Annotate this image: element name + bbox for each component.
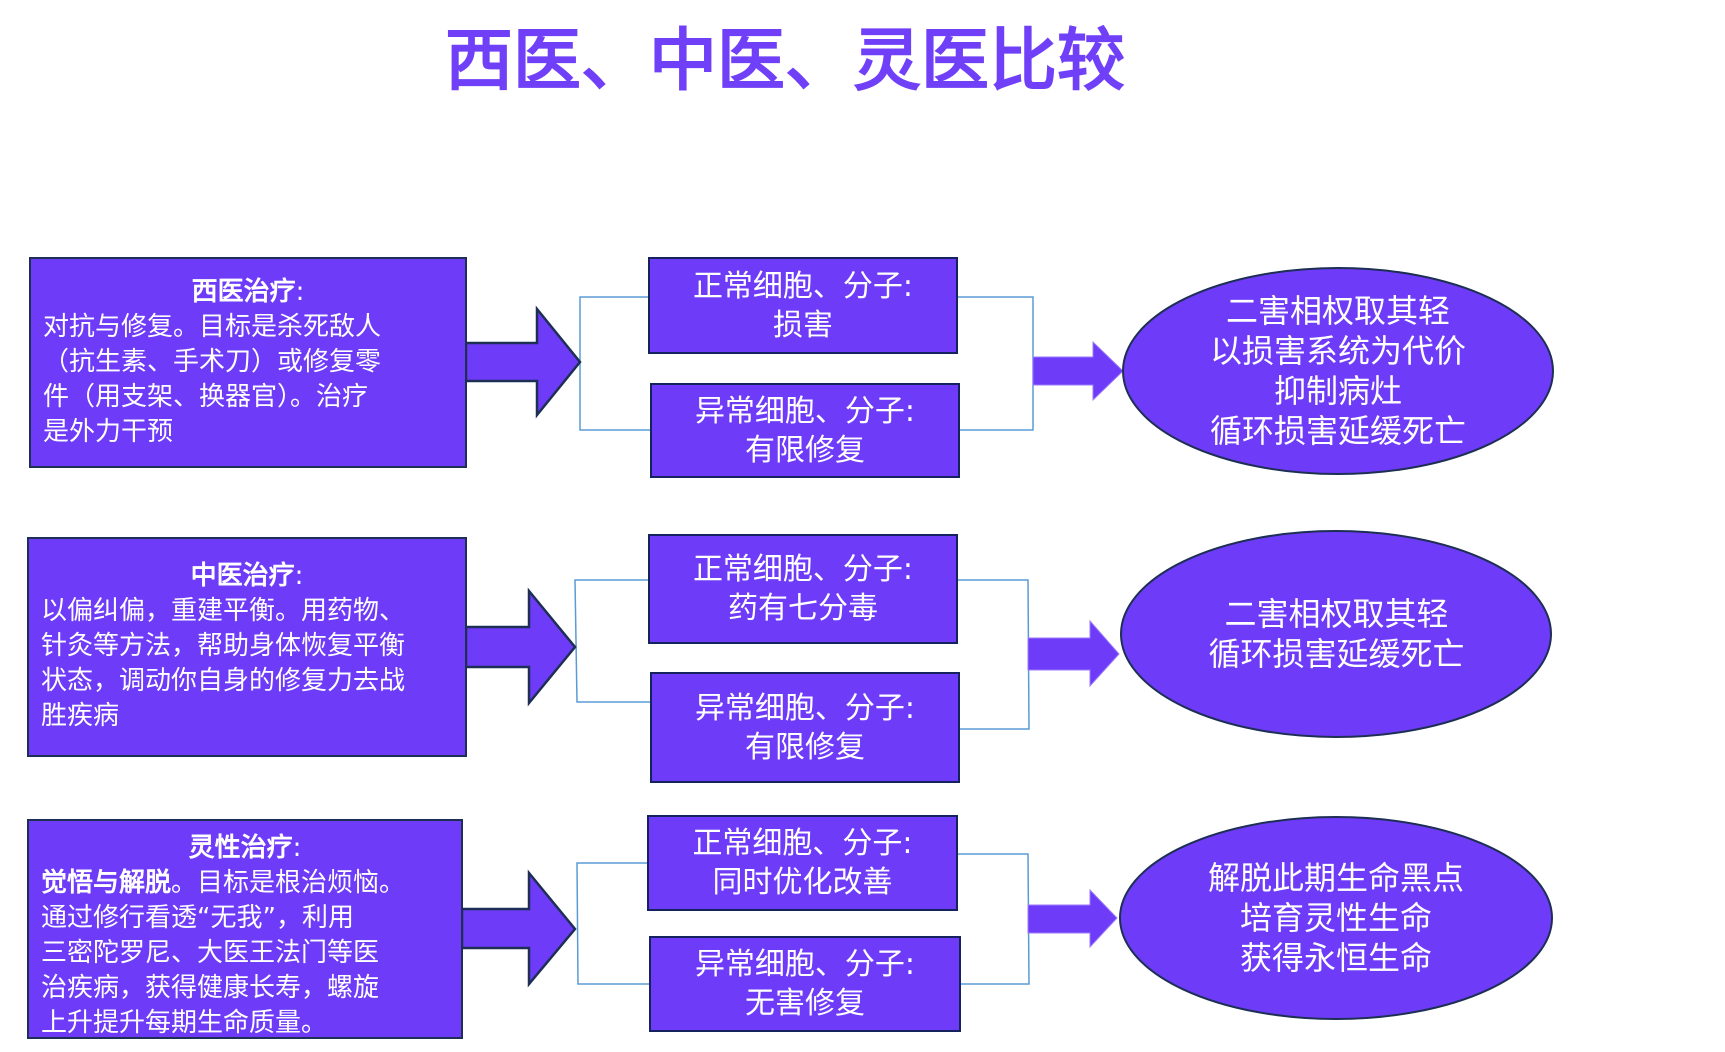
treatment-text-line: 通过修行看透“无我”，利用 bbox=[41, 903, 354, 933]
treatment-text-line: 觉悟与解脱。目标是根治烦恼。 bbox=[41, 868, 406, 898]
outcome-ellipse-western bbox=[1122, 267, 1554, 475]
outcome-line: 以损害系统为代价 bbox=[1209, 332, 1466, 370]
treatment-text-line: 针灸等方法，帮助身体恢复平衡 bbox=[41, 631, 406, 661]
outcome-line: 循环损害延缓死亡 bbox=[1208, 635, 1465, 673]
treatment-text-line: 是外力干预 bbox=[43, 417, 174, 447]
treatment-box-western: 西医治疗: 对抗与修复。目标是杀死敌人 （抗生素、手术刀）或修复零 件（用支架、… bbox=[29, 257, 467, 468]
treatment-heading: 中医治疗: bbox=[190, 561, 304, 591]
left-bracket-connector bbox=[576, 862, 650, 985]
abnormal-cell-effect: 无害修复 bbox=[745, 986, 865, 1021]
treatment-text-line: 三密陀罗尼、大医王法门等医 bbox=[41, 938, 380, 968]
arrow-right-icon bbox=[1032, 340, 1124, 402]
outcome-ellipse-chinese bbox=[1120, 530, 1552, 738]
outcome-line: 解脱此期生命黑点 bbox=[1207, 859, 1464, 897]
treatment-lead-emphasis: 觉悟与解脱 bbox=[41, 868, 172, 898]
treatment-box-chinese: 中医治疗: 以偏纠偏，重建平衡。用药物、 针灸等方法，帮助身体恢复平衡 状态，调… bbox=[27, 537, 467, 757]
outcome-line: 循环损害延缓死亡 bbox=[1209, 412, 1466, 450]
treatment-text-line: （抗生素、手术刀）或修复零 bbox=[43, 347, 382, 377]
abnormal-cell-label: 异常细胞、分子: bbox=[694, 947, 916, 982]
normal-cell-box: 正常细胞、分子: 损害 bbox=[648, 257, 958, 354]
treatment-text-line: 上升提升每期生命质量。 bbox=[41, 1008, 328, 1038]
outcome-text-western: 二害相权取其轻 以损害系统为代价 抑制病灶 循环损害延缓死亡 bbox=[1123, 268, 1553, 474]
normal-cell-box: 正常细胞、分子: 药有七分毒 bbox=[648, 534, 958, 644]
treatment-text-line: 件（用支架、换器官）。治疗 bbox=[43, 382, 369, 412]
outcome-line: 获得永恒生命 bbox=[1239, 939, 1432, 977]
abnormal-cell-box: 异常细胞、分子: 无害修复 bbox=[649, 936, 961, 1032]
outcome-ellipse-spiritual bbox=[1119, 816, 1553, 1020]
treatment-text-line: 治疾病，获得健康长寿，螺旋 bbox=[41, 973, 380, 1003]
treatment-heading: 灵性治疗: bbox=[188, 833, 302, 863]
abnormal-cell-effect: 有限修复 bbox=[745, 729, 865, 765]
normal-cell-label: 正常细胞、分子: bbox=[692, 268, 914, 304]
arrow-right-icon bbox=[460, 869, 577, 988]
outcome-text-chinese: 二害相权取其轻 循环损害延缓死亡 bbox=[1121, 531, 1552, 737]
normal-cell-effect: 药有七分毒 bbox=[728, 591, 878, 626]
left-bracket-connector bbox=[579, 296, 652, 431]
arrow-right-icon bbox=[464, 587, 577, 707]
normal-cell-effect: 损害 bbox=[773, 307, 833, 343]
abnormal-cell-box: 异常细胞、分子: 有限修复 bbox=[650, 672, 960, 783]
treatment-text-line: 状态，调动你自身的修复力去战 bbox=[41, 666, 406, 696]
abnormal-cell-label: 异常细胞、分子: bbox=[694, 393, 916, 429]
abnormal-cell-label: 异常细胞、分子: bbox=[694, 690, 916, 726]
arrow-right-icon bbox=[1027, 619, 1120, 688]
normal-cell-box: 正常细胞、分子: 同时优化改善 bbox=[647, 815, 958, 911]
treatment-heading: 西医治疗: bbox=[191, 277, 305, 307]
treatment-box-spiritual: 灵性治疗: 觉悟与解脱。目标是根治烦恼。 通过修行看透“无我”，利用 三密陀罗尼… bbox=[27, 819, 463, 1039]
treatment-text-line: 胜疾病 bbox=[41, 701, 120, 731]
treatment-text-line: 以偏纠偏，重建平衡。用药物、 bbox=[41, 596, 406, 626]
outcome-line: 培育灵性生命 bbox=[1239, 899, 1432, 937]
page-title: 西医、中医、灵医比较 bbox=[444, 22, 1125, 101]
abnormal-cell-box: 异常细胞、分子: 有限修复 bbox=[650, 383, 960, 478]
left-bracket-connector bbox=[574, 579, 652, 703]
normal-cell-label: 正常细胞、分子: bbox=[692, 826, 913, 861]
treatment-text-line: 对抗与修复。目标是杀死敌人 bbox=[43, 312, 382, 342]
outcome-line: 二害相权取其轻 bbox=[1225, 292, 1450, 330]
normal-cell-label: 正常细胞、分子: bbox=[692, 552, 914, 587]
outcome-line: 抑制病灶 bbox=[1273, 372, 1402, 410]
outcome-text-spiritual: 解脱此期生命黑点 培育灵性生命 获得永恒生命 bbox=[1120, 817, 1552, 1019]
normal-cell-effect: 同时优化改善 bbox=[712, 865, 893, 900]
arrow-right-icon bbox=[464, 305, 582, 419]
outcome-line: 二害相权取其轻 bbox=[1224, 595, 1449, 633]
abnormal-cell-effect: 有限修复 bbox=[745, 432, 865, 468]
arrow-right-icon bbox=[1027, 888, 1118, 949]
